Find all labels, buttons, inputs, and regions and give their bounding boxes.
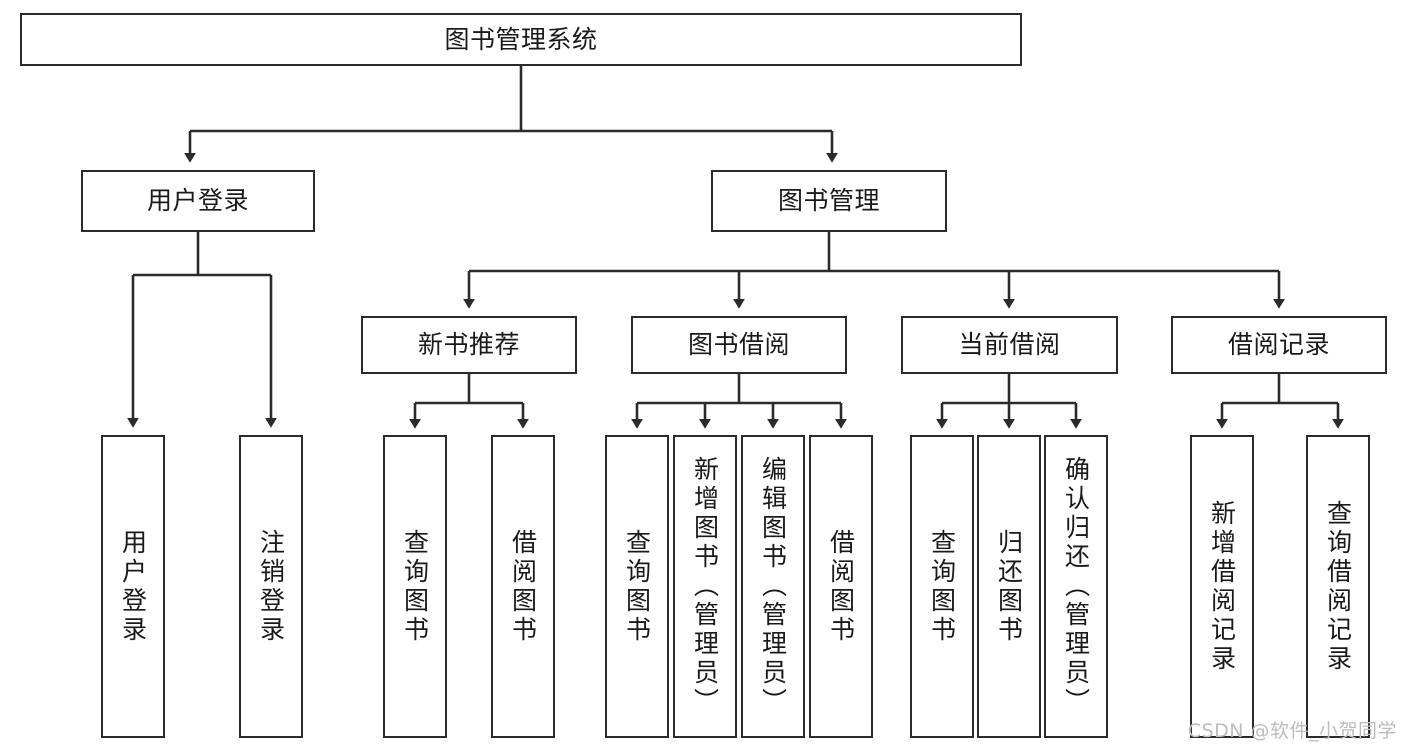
node-label: 当前借阅 [958, 330, 1061, 360]
node-new-book-recommend[interactable]: 新书推荐 [361, 316, 577, 374]
leaf-logout[interactable]: 注销登录 [239, 435, 303, 738]
node-label: 借阅图书 [508, 528, 538, 645]
leaf-current-query-book[interactable]: 查询图书 [910, 435, 974, 738]
node-borrow-record[interactable]: 借阅记录 [1171, 316, 1387, 374]
node-label: 借阅记录 [1227, 330, 1330, 360]
leaf-record-add-record[interactable]: 新增借阅记录 [1190, 435, 1254, 738]
node-label: 新增图书（管理员） [690, 456, 720, 717]
leaf-borrow-query-book[interactable]: 查询图书 [605, 435, 669, 738]
csdn-watermark: CSDN @软件_小贺同学 [1187, 720, 1397, 742]
node-label: 新增借阅记录 [1207, 499, 1237, 674]
leaf-user-login[interactable]: 用户登录 [101, 435, 165, 738]
leaf-record-query-record[interactable]: 查询借阅记录 [1306, 435, 1370, 738]
leaf-newbook-borrow-book[interactable]: 借阅图书 [491, 435, 555, 738]
leaf-current-confirm-return-admin[interactable]: 确认归还（管理员） [1044, 435, 1108, 738]
node-current-borrow[interactable]: 当前借阅 [901, 316, 1118, 374]
node-book-management[interactable]: 图书管理 [711, 170, 947, 232]
leaf-current-return-book[interactable]: 归还图书 [977, 435, 1041, 738]
node-label: 归还图书 [994, 528, 1024, 645]
node-label: 编辑图书（管理员） [758, 456, 788, 717]
node-user-login[interactable]: 用户登录 [81, 170, 315, 232]
node-book-borrow[interactable]: 图书借阅 [631, 316, 847, 374]
node-label: 新书推荐 [417, 330, 520, 360]
leaf-borrow-edit-book-admin[interactable]: 编辑图书（管理员） [741, 435, 805, 738]
leaf-borrow-borrow-book[interactable]: 借阅图书 [809, 435, 873, 738]
node-label: 用户登录 [118, 528, 148, 645]
node-label: 查询借阅记录 [1323, 499, 1353, 674]
node-label: 借阅图书 [826, 528, 856, 645]
node-label: 查询图书 [400, 528, 430, 645]
node-root-book-management-system[interactable]: 图书管理系统 [20, 13, 1022, 66]
leaf-newbook-query-book[interactable]: 查询图书 [383, 435, 447, 738]
node-label: 注销登录 [256, 528, 286, 645]
node-label: 用户登录 [146, 186, 249, 216]
node-label: 确认归还（管理员） [1061, 456, 1091, 717]
node-label: 图书管理系统 [444, 24, 598, 54]
node-label: 图书管理 [777, 186, 880, 216]
node-label: 图书借阅 [687, 330, 790, 360]
node-label: 查询图书 [622, 528, 652, 645]
node-label: 查询图书 [927, 528, 957, 645]
leaf-borrow-add-book-admin[interactable]: 新增图书（管理员） [673, 435, 737, 738]
